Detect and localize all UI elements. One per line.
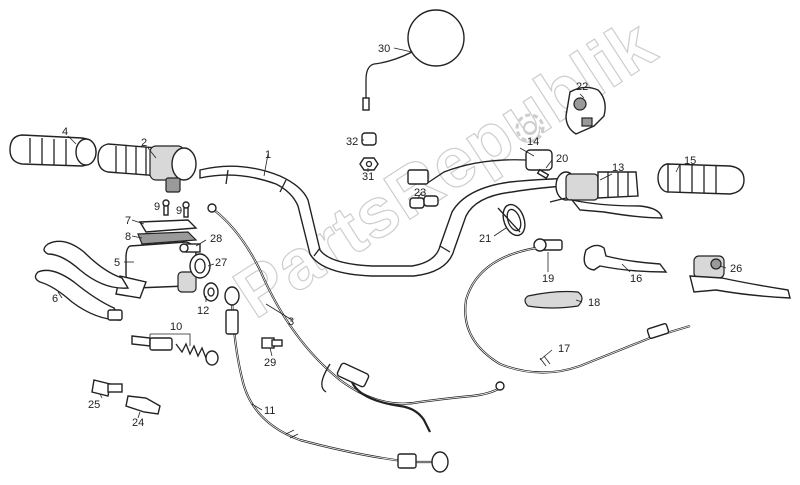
callout-30: 30 <box>378 43 390 55</box>
part-4-left-grip <box>9 134 97 167</box>
callout-12: 12 <box>197 305 209 317</box>
callout-1: 1 <box>265 149 271 161</box>
gear-icon <box>515 113 545 143</box>
callout-19: 19 <box>542 273 554 285</box>
part-8-gasket <box>137 231 198 245</box>
part-20-screw <box>536 168 550 180</box>
callout-9a: 9 <box>154 201 160 213</box>
callout-21: 21 <box>479 233 491 245</box>
part-5-master-cylinder <box>115 241 197 299</box>
callout-26: 26 <box>730 263 742 275</box>
callout-labels: 1 2 3 4 5 6 7 8 9 9 10 11 12 13 14 15 16… <box>52 43 742 429</box>
callout-3: 3 <box>288 316 294 328</box>
callout-8: 8 <box>125 231 131 243</box>
callout-22: 22 <box>576 81 588 93</box>
part-7-reservoir-cover <box>138 219 198 233</box>
part-22-switch-housing <box>565 86 606 135</box>
callout-25: 25 <box>88 399 100 411</box>
callout-4: 4 <box>62 126 68 138</box>
callout-27: 27 <box>215 257 227 269</box>
part-9-screws <box>162 199 190 218</box>
part-18-cover <box>524 290 583 309</box>
part-30-mirror <box>362 9 465 111</box>
callout-10: 10 <box>170 321 182 333</box>
part-21-cable-clamp <box>497 203 526 237</box>
part-26-lever-assembly <box>689 255 791 299</box>
callout-23: 23 <box>414 187 426 199</box>
part-12-washer <box>203 282 219 302</box>
part-32-mirror-bushing <box>361 132 377 146</box>
part-19-brake-switch <box>533 238 563 252</box>
part-2-grip-assembly <box>97 143 197 193</box>
part-29-bolt <box>261 337 283 349</box>
leader-lines <box>57 47 727 419</box>
callout-7: 7 <box>125 215 131 227</box>
part-31-mirror-nut <box>359 157 379 171</box>
callout-2: 2 <box>141 137 147 149</box>
callout-6: 6 <box>52 293 58 305</box>
callout-13: 13 <box>612 162 624 174</box>
callout-15: 15 <box>684 155 696 167</box>
callout-17: 17 <box>558 343 570 355</box>
part-10-piston-kit <box>131 335 219 366</box>
part-15-right-grip <box>657 163 745 195</box>
callout-24: 24 <box>132 417 144 429</box>
callout-32: 32 <box>346 136 358 148</box>
callout-31: 31 <box>362 171 374 183</box>
part-25-fitting <box>91 379 123 397</box>
callout-29: 29 <box>264 357 276 369</box>
callout-20: 20 <box>556 153 568 165</box>
part-6-lever <box>34 269 123 321</box>
callout-18: 18 <box>588 297 600 309</box>
part-16-lever <box>583 244 668 273</box>
part-13-throttle-assembly <box>549 171 663 219</box>
part-17-clutch-cable <box>464 246 691 374</box>
callout-5: 5 <box>114 257 120 269</box>
callout-11: 11 <box>264 405 275 417</box>
part-28-bolt <box>179 243 201 253</box>
callout-14: 14 <box>527 136 539 148</box>
callout-16: 16 <box>630 273 642 285</box>
callout-28: 28 <box>210 233 222 245</box>
callout-9b: 9 <box>176 205 182 217</box>
part-27-boot <box>189 253 211 279</box>
part-11-brake-hose <box>224 286 449 473</box>
part-24-fitting <box>125 395 161 415</box>
part-5-brake-lever <box>43 240 130 289</box>
part-3-cable-branch <box>321 363 431 433</box>
part-23-connector <box>407 169 439 209</box>
